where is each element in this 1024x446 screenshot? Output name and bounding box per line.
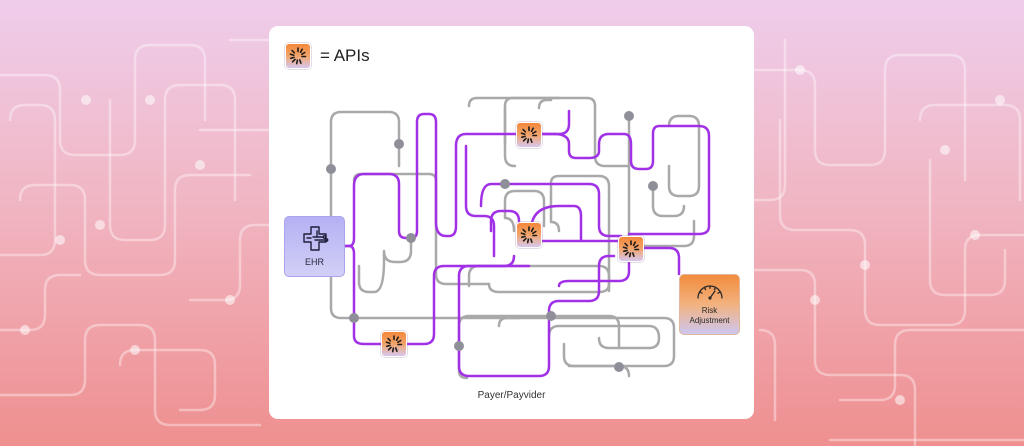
gray-pipe bbox=[329, 268, 521, 320]
gray-pipe bbox=[503, 96, 631, 168]
purple-pipe bbox=[457, 254, 516, 278]
risk-label-line1: Risk bbox=[701, 306, 718, 315]
junction-dot bbox=[406, 233, 416, 243]
gray-pipe bbox=[357, 236, 413, 294]
integration-network bbox=[326, 96, 711, 380]
purple-pipe bbox=[557, 246, 631, 288]
api-node-icon bbox=[381, 331, 407, 357]
risk-label-line2: Adjustment bbox=[689, 316, 730, 325]
diagram-card: = APIs bbox=[269, 26, 754, 419]
api-node-icon bbox=[516, 122, 542, 148]
gray-pipe bbox=[667, 114, 701, 198]
purple-pipe bbox=[479, 182, 623, 238]
risk-adjustment-label: Risk Adjustment bbox=[680, 306, 739, 326]
ehr-node: EHR bbox=[284, 216, 345, 277]
gray-pipe bbox=[467, 264, 611, 294]
gray-pipe bbox=[562, 342, 631, 378]
gray-pipe bbox=[329, 110, 401, 272]
junction-dot bbox=[500, 179, 510, 189]
purple-pipe bbox=[343, 112, 531, 248]
gray-pipe bbox=[627, 114, 696, 248]
gray-pipe bbox=[457, 314, 621, 348]
purple-pipe bbox=[464, 144, 496, 258]
junction-dot bbox=[394, 139, 404, 149]
gray-pipe bbox=[651, 184, 686, 218]
api-node-icon bbox=[516, 222, 542, 248]
gray-pipe bbox=[503, 106, 517, 168]
gray-pipe bbox=[549, 174, 611, 293]
junction-dot bbox=[349, 313, 359, 323]
purple-pipe bbox=[527, 124, 711, 236]
junction-dot bbox=[614, 362, 624, 372]
api-spark-icon bbox=[285, 43, 311, 69]
junction-dot bbox=[648, 181, 658, 191]
gray-pipe bbox=[537, 98, 553, 110]
ehr-label: EHR bbox=[304, 257, 324, 267]
risk-adjustment-node: Risk Adjustment bbox=[679, 274, 740, 335]
legend-label: = APIs bbox=[320, 46, 370, 65]
gray-pipe bbox=[352, 172, 491, 286]
api-node-icon bbox=[618, 236, 644, 262]
gray-pipe bbox=[503, 189, 546, 233]
diagram-caption: Payer/Payvider bbox=[477, 390, 546, 401]
purple-pipe bbox=[457, 254, 616, 378]
legend: = APIs bbox=[285, 43, 370, 69]
purple-pipe bbox=[627, 246, 681, 276]
gray-pipe bbox=[467, 96, 561, 108]
circuit-cross-icon bbox=[303, 226, 329, 251]
junction-dot bbox=[454, 341, 464, 351]
purple-pipe bbox=[343, 244, 386, 346]
junction-dot bbox=[624, 111, 634, 121]
gray-pipe bbox=[547, 324, 661, 350]
purple-pipe bbox=[382, 264, 531, 346]
junction-dot bbox=[326, 164, 336, 174]
junction-dot bbox=[546, 311, 556, 321]
gauge-icon bbox=[697, 285, 723, 300]
gray-pipe bbox=[497, 316, 676, 368]
purple-pipe bbox=[527, 239, 633, 250]
